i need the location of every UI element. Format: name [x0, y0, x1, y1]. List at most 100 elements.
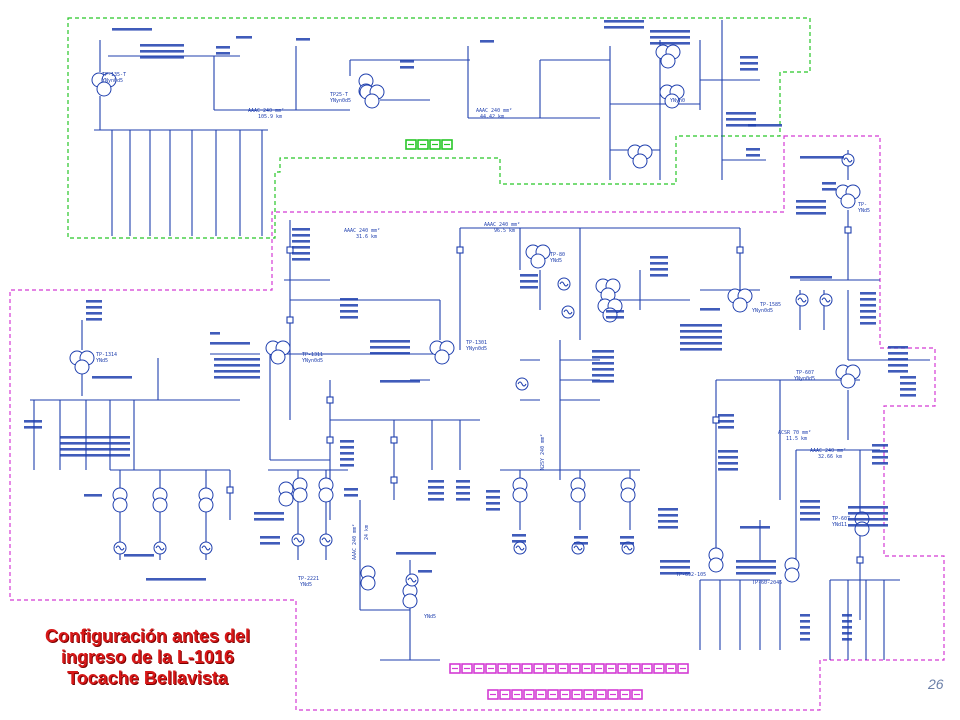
label-mark	[860, 304, 876, 307]
magenta-zone-title	[641, 663, 653, 674]
length-lower: 24 km	[364, 525, 370, 540]
label-mark	[888, 346, 908, 349]
transformer-winding	[708, 557, 724, 573]
label-mark	[214, 376, 260, 379]
tr-1301-group: YNyn0d5	[466, 346, 487, 352]
label-mark	[60, 442, 130, 445]
breaker-symbol	[390, 436, 398, 444]
green-zone-title	[429, 139, 441, 150]
label-mark	[718, 462, 738, 465]
transformer-winding	[198, 497, 214, 513]
label-mark	[888, 370, 908, 373]
transformer-winding	[434, 349, 450, 365]
label-mark	[292, 252, 310, 255]
tr-right-mid-label: TP-607	[796, 370, 814, 376]
label-mark	[848, 524, 888, 527]
magenta-zone-title	[473, 663, 485, 674]
label-mark	[842, 632, 852, 635]
label-mark	[400, 60, 414, 63]
transformer-winding	[660, 53, 676, 69]
generator-wave	[293, 537, 303, 543]
label-mark	[210, 332, 220, 335]
label-mark	[60, 448, 130, 451]
tr-left-mid-label: TP-1314	[96, 352, 117, 358]
label-mark	[740, 56, 758, 59]
label-mark	[456, 498, 470, 501]
label-mark	[872, 450, 888, 453]
label-mark	[736, 560, 776, 563]
label-mark	[292, 258, 310, 261]
magenta-zone-title	[619, 689, 631, 700]
label-mark	[726, 124, 756, 127]
label-mark	[86, 306, 102, 309]
conductor-top-left: AAAC 240 mm²	[248, 108, 284, 114]
label-mark	[800, 626, 810, 629]
label-mark	[340, 464, 354, 467]
label-mark	[718, 456, 738, 459]
label-mark	[428, 480, 444, 483]
label-mark	[380, 380, 420, 383]
transformer-winding	[74, 359, 90, 375]
label-mark	[210, 342, 250, 345]
transformer-winding	[570, 487, 586, 503]
transformer-winding	[664, 93, 680, 109]
tr-top-mid-group: YNyn0d5	[330, 98, 351, 104]
label-mark	[370, 346, 410, 349]
green-zone-title	[405, 139, 417, 150]
label-mark	[718, 450, 738, 453]
transformer-winding	[292, 487, 308, 503]
breaker-symbol	[844, 226, 852, 234]
transformer-winding	[270, 349, 286, 365]
label-mark	[660, 566, 690, 569]
label-mark	[340, 304, 358, 307]
breaker-symbol	[286, 316, 294, 324]
label-mark	[456, 486, 470, 489]
label-mark	[658, 526, 678, 529]
transformer-winding	[840, 193, 856, 209]
magenta-zone-title	[571, 689, 583, 700]
breaker-symbol	[856, 556, 864, 564]
tr-right-mid-group: YNyn0d5	[794, 376, 815, 382]
label-mark	[86, 300, 102, 303]
magenta-zone-title	[497, 663, 509, 674]
tr-top-mid-label: TP25-T	[330, 92, 348, 98]
tr-center-group: YNd5	[550, 258, 562, 264]
label-mark	[842, 626, 852, 629]
label-mark	[60, 436, 130, 439]
label-mark	[650, 274, 668, 277]
magenta-zone-title	[583, 689, 595, 700]
label-mark	[486, 496, 500, 499]
transformer-winding	[364, 93, 380, 109]
magenta-zone-title	[509, 663, 521, 674]
magenta-zone-title	[523, 689, 535, 700]
label-mark	[726, 112, 756, 115]
magenta-zone-title	[629, 663, 641, 674]
label-mark	[658, 514, 678, 517]
generator-wave	[321, 537, 331, 543]
label-mark	[736, 566, 776, 569]
label-mark	[24, 420, 42, 423]
label-mark	[340, 298, 358, 301]
label-mark	[900, 388, 916, 391]
label-mark	[796, 206, 826, 209]
length-right-mid: 11.5 km	[786, 436, 807, 442]
label-mark	[140, 44, 184, 47]
magenta-zone-title	[631, 689, 643, 700]
label-mark	[900, 382, 916, 385]
label-mark	[214, 358, 260, 361]
label-mark	[112, 28, 152, 31]
magenta-zone-title	[547, 689, 559, 700]
label-mark	[746, 154, 760, 157]
transformer-winding	[530, 253, 546, 269]
transformer-winding	[732, 297, 748, 313]
label-mark	[800, 620, 810, 623]
label-mark	[842, 638, 852, 641]
tr-center-label: TP-80	[550, 252, 565, 258]
label-mark	[340, 446, 354, 449]
tr-east-group: YNyn0d5	[752, 308, 773, 314]
length-mid-b: 96.5 km	[494, 228, 515, 234]
label-mark	[848, 512, 888, 515]
label-mark	[456, 492, 470, 495]
label-mark	[592, 380, 614, 383]
